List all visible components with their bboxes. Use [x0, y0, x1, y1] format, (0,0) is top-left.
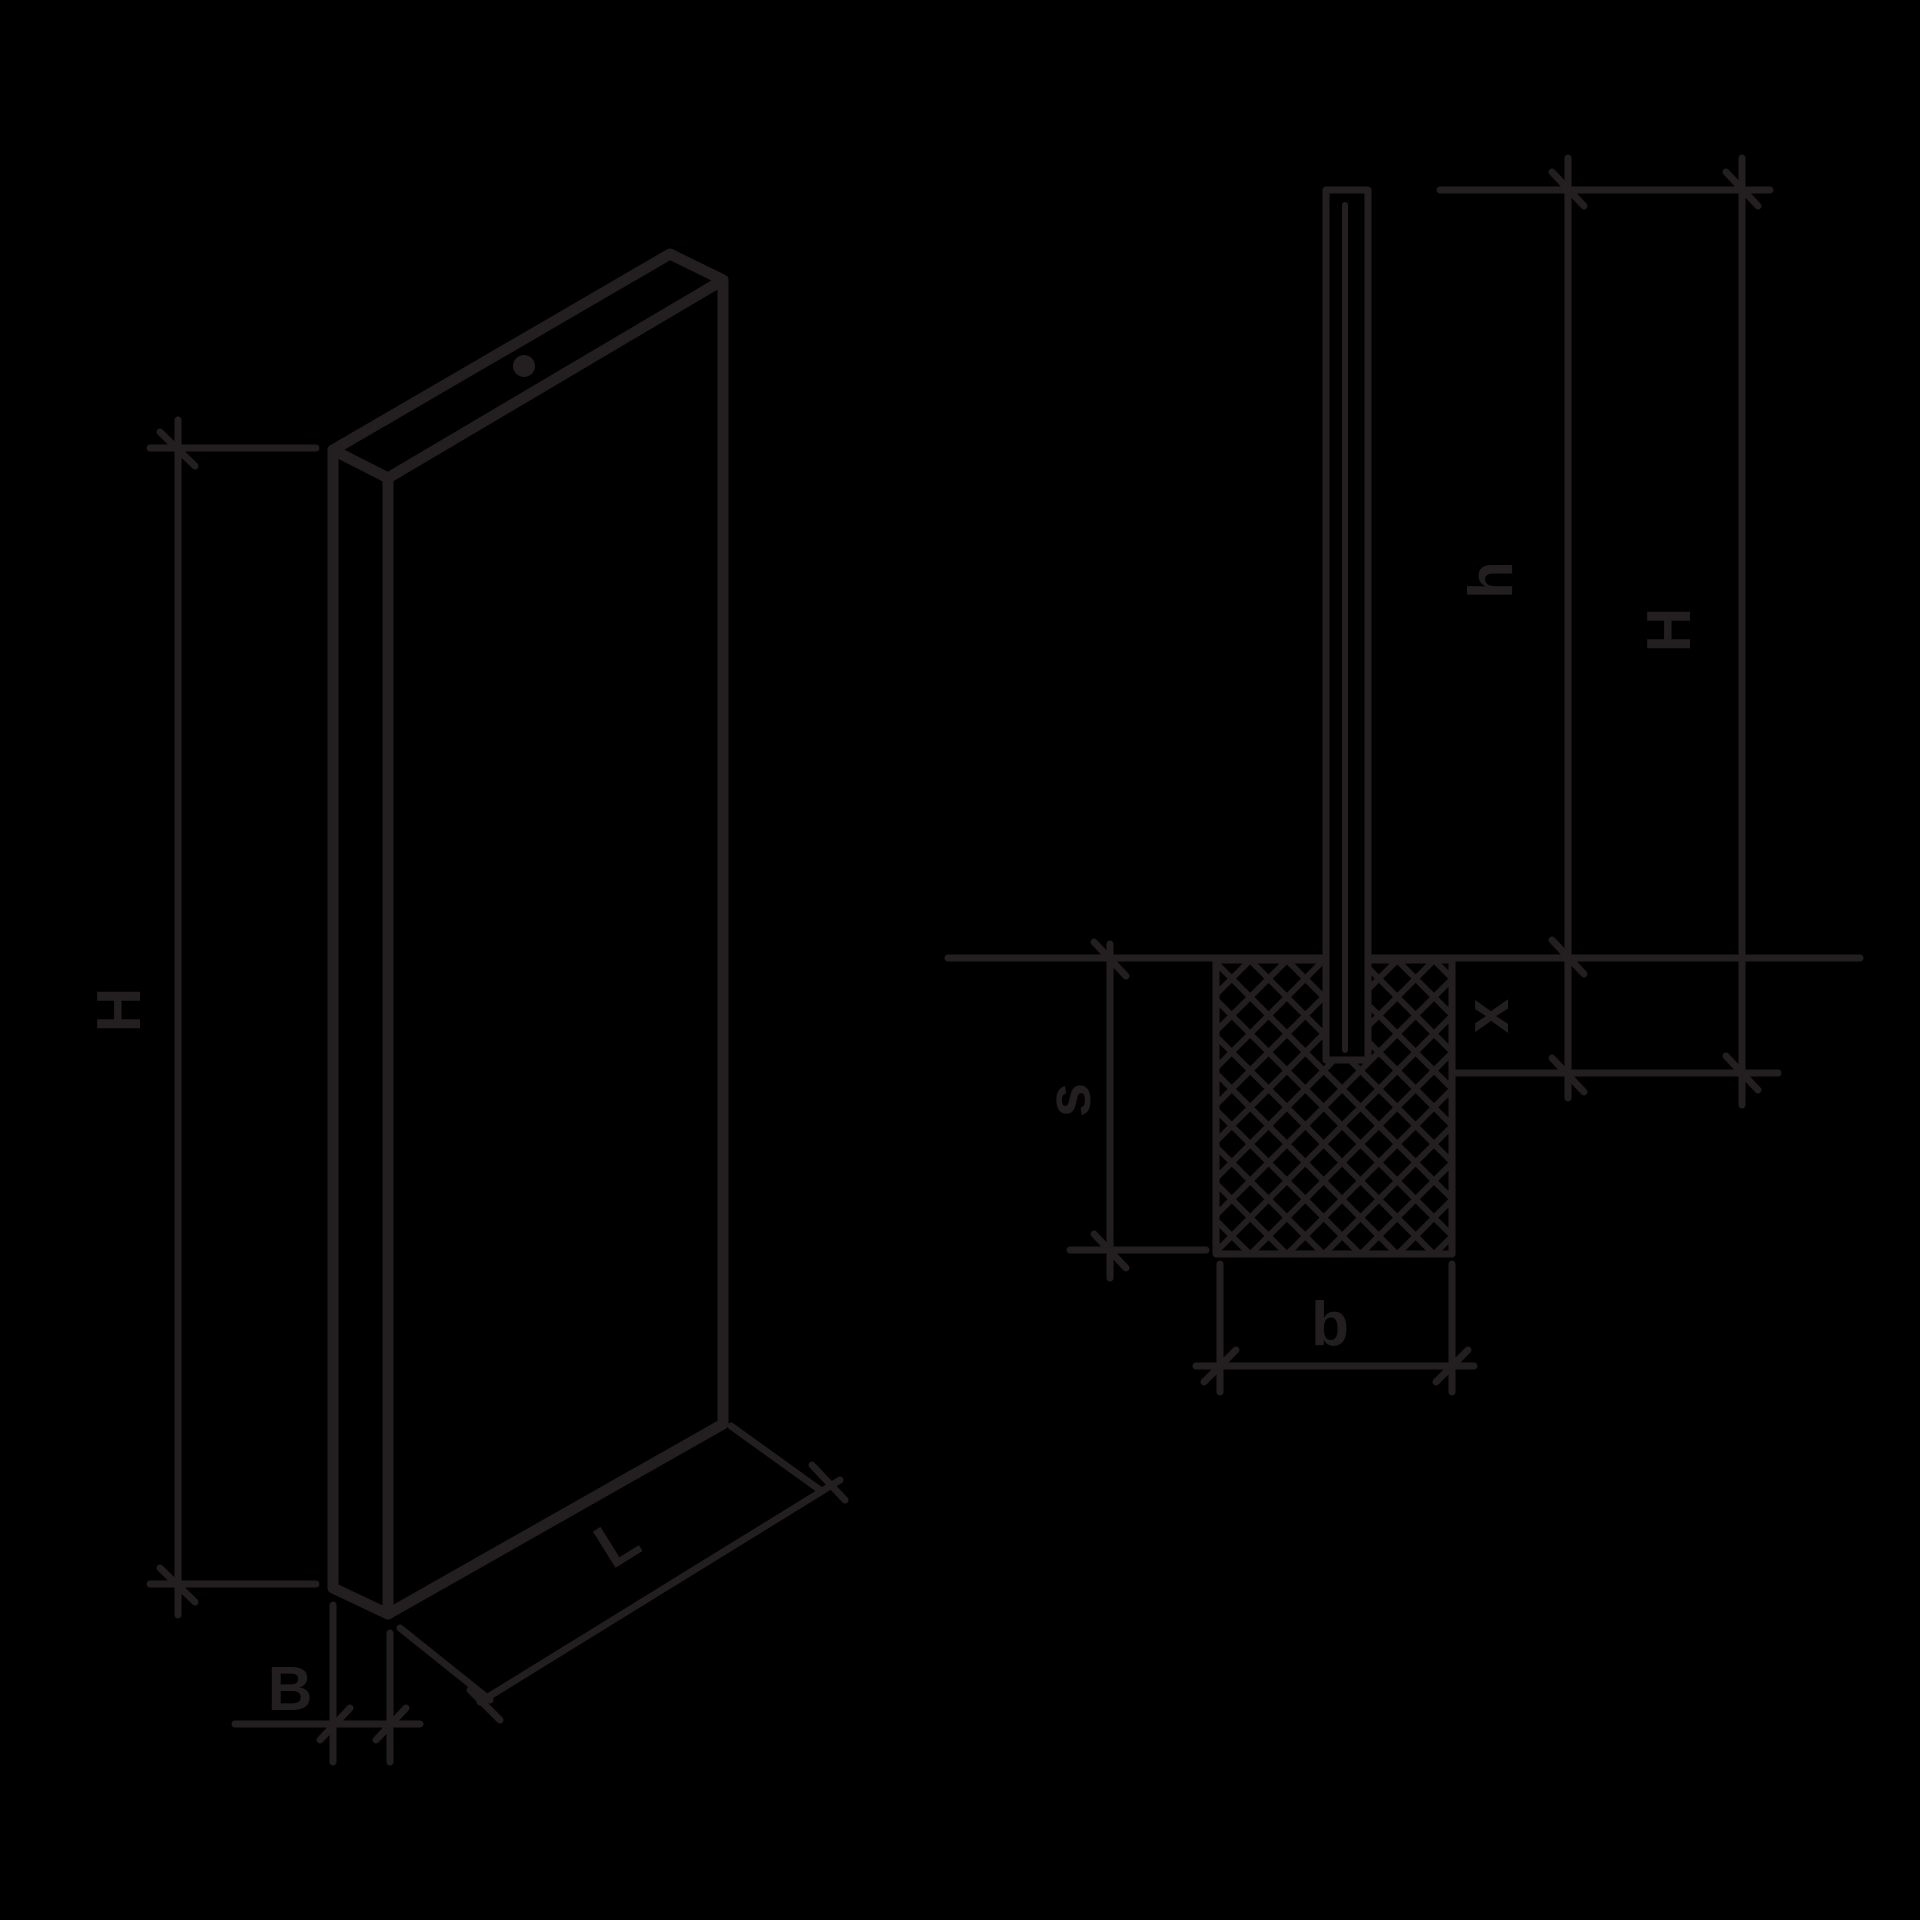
label-s: s: [1035, 1083, 1104, 1117]
dimension-B: B: [231, 1601, 424, 1766]
dimension-H-right: H: [1635, 154, 1762, 1109]
label-H-left: H: [85, 988, 154, 1033]
label-H-right: H: [1635, 608, 1704, 653]
panel-outline: [327, 248, 729, 1620]
label-h: h: [1457, 561, 1526, 599]
label-B: B: [268, 1655, 313, 1724]
dimension-L: L: [396, 1422, 849, 1724]
dimension-s: s: [1035, 938, 1210, 1282]
panel-isometric: H B L: [85, 248, 849, 1766]
post: [1322, 186, 1372, 1064]
post-foundation-section: h H x s b: [944, 154, 1864, 1396]
label-b: b: [1311, 1290, 1349, 1359]
dimension-b: b: [1192, 1260, 1478, 1396]
dimension-x: x: [1448, 998, 1782, 1096]
label-x: x: [1453, 998, 1522, 1033]
label-L: L: [583, 1503, 652, 1582]
dimension-H-left: H: [85, 416, 320, 1619]
dimension-h: h: [1436, 154, 1774, 1102]
center-mark-icon: [513, 355, 535, 377]
